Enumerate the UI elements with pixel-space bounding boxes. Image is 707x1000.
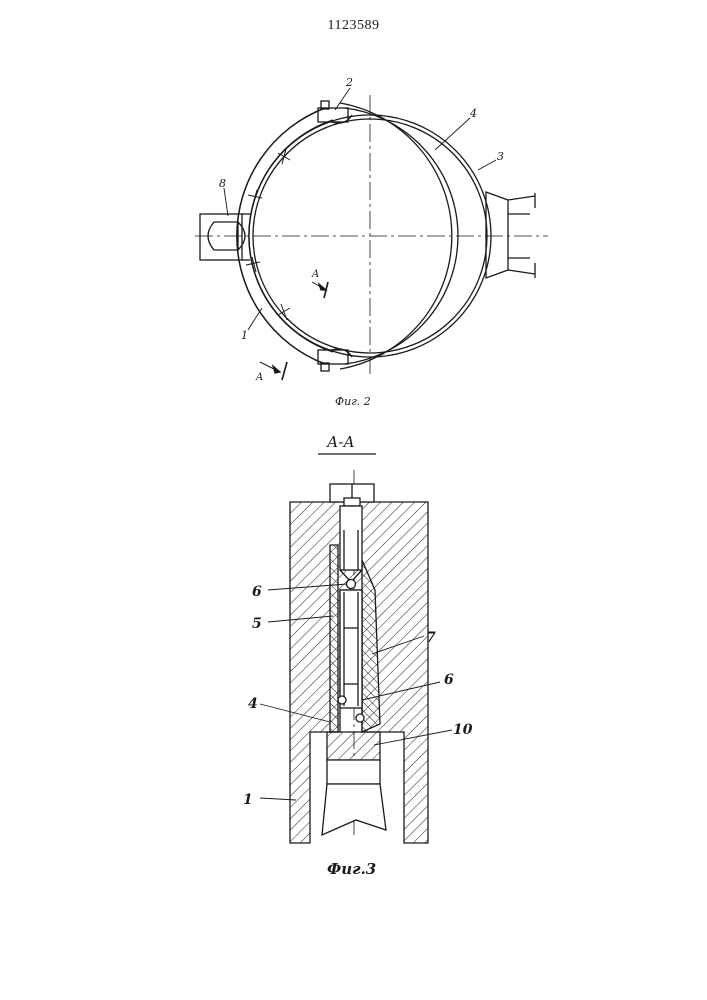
- fig2-label-1: 1: [241, 329, 248, 342]
- inner-channel: [340, 590, 362, 708]
- fig3-caption: Фиг.3: [327, 860, 376, 878]
- fig2-label-4: 4: [469, 107, 477, 120]
- fig2-section-mark-a-lower: A: [255, 372, 263, 383]
- ball-low: [356, 714, 364, 722]
- cutter-bit: [327, 760, 380, 784]
- fig2-label-8: 8: [219, 177, 226, 190]
- fig3-label-4: 4: [248, 696, 258, 712]
- fig2-label-3: 3: [497, 150, 504, 163]
- fig3-label-10: 10: [453, 722, 473, 738]
- right-bracket: [486, 192, 508, 278]
- insert-5: [330, 545, 338, 732]
- bolt-shank: [340, 506, 362, 570]
- fig3-label-7: 7: [426, 630, 436, 646]
- fig3-label-6-top: 6: [252, 584, 262, 600]
- figure-3: [260, 470, 452, 843]
- fig2-caption: Фиг. 2: [335, 395, 371, 408]
- bottom-lug: [318, 350, 348, 364]
- fig2-label-2: 2: [345, 76, 353, 89]
- ball-top: [347, 580, 356, 589]
- fig3-label-5: 5: [252, 616, 262, 632]
- left-support: [200, 214, 242, 260]
- bolt-neck: [344, 498, 360, 506]
- plunger-10: [327, 732, 380, 760]
- fig2-section-mark-a: A: [311, 269, 319, 280]
- fig3-section-title: А-А: [326, 433, 355, 451]
- fig3-label-6-bottom: 6: [444, 672, 454, 688]
- top-lug: [318, 108, 348, 122]
- ball-mid: [338, 696, 346, 704]
- fig3-label-1: 1: [243, 792, 253, 808]
